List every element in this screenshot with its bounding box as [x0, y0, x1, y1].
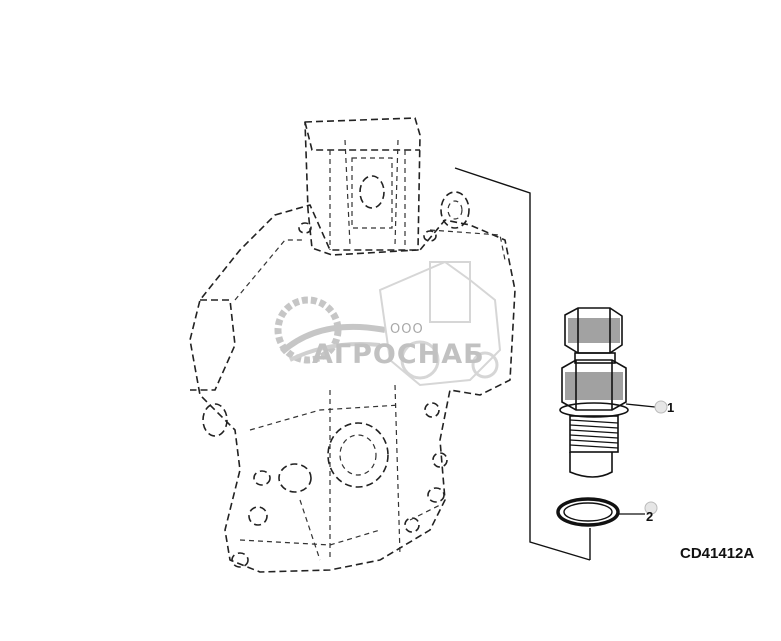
o-ring-part	[556, 497, 620, 527]
sensor-part	[559, 307, 629, 478]
figure-code: CD41412A	[680, 545, 754, 562]
watermark-logo: ООО АГРОСНАБ	[274, 260, 502, 387]
assembly-bracket	[454, 167, 591, 561]
watermark-name: АГРОСНАБ	[312, 339, 485, 370]
watermark-prefix: ООО	[390, 322, 424, 337]
callout-2: 2	[618, 501, 658, 524]
callout-1-label: 1	[667, 400, 674, 415]
callout-1: 1	[625, 400, 674, 415]
housing-ghost-outline	[189, 117, 516, 573]
callout-2-label: 2	[646, 509, 653, 524]
